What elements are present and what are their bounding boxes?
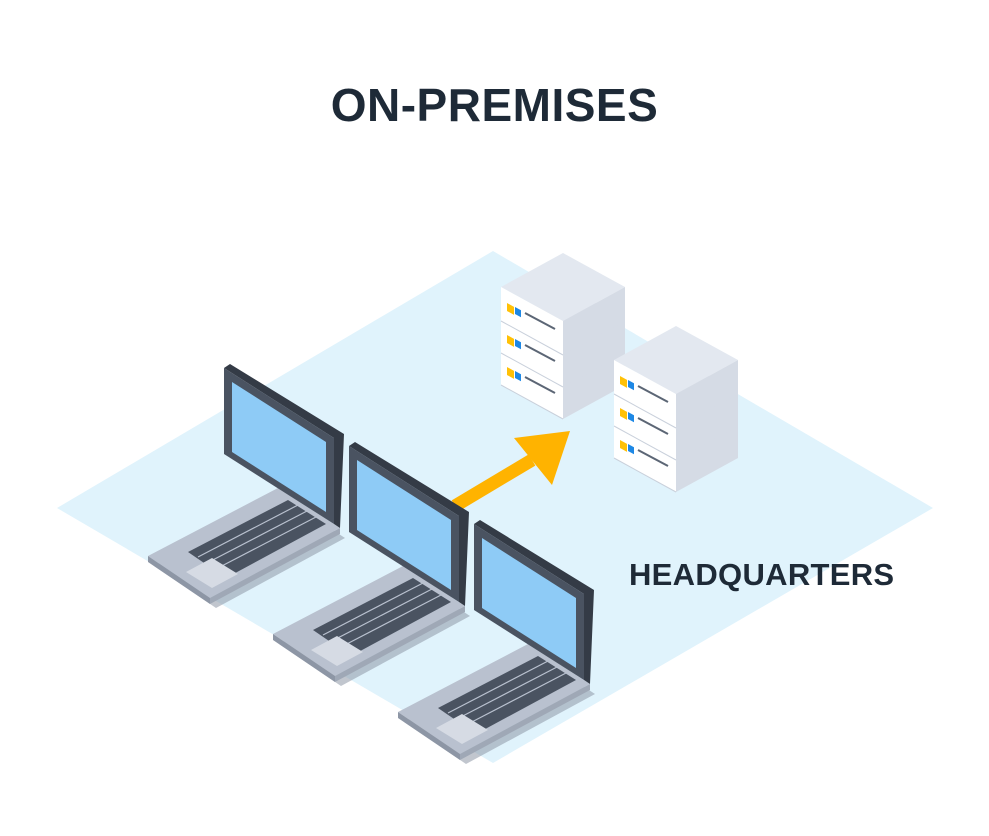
server-rack-icon [614,326,738,492]
arrow-icon [451,431,570,512]
page-title: ON-PREMISES [330,79,659,131]
headquarters-label: HEADQUARTERS [629,557,895,592]
server-rack-icon [501,253,625,419]
